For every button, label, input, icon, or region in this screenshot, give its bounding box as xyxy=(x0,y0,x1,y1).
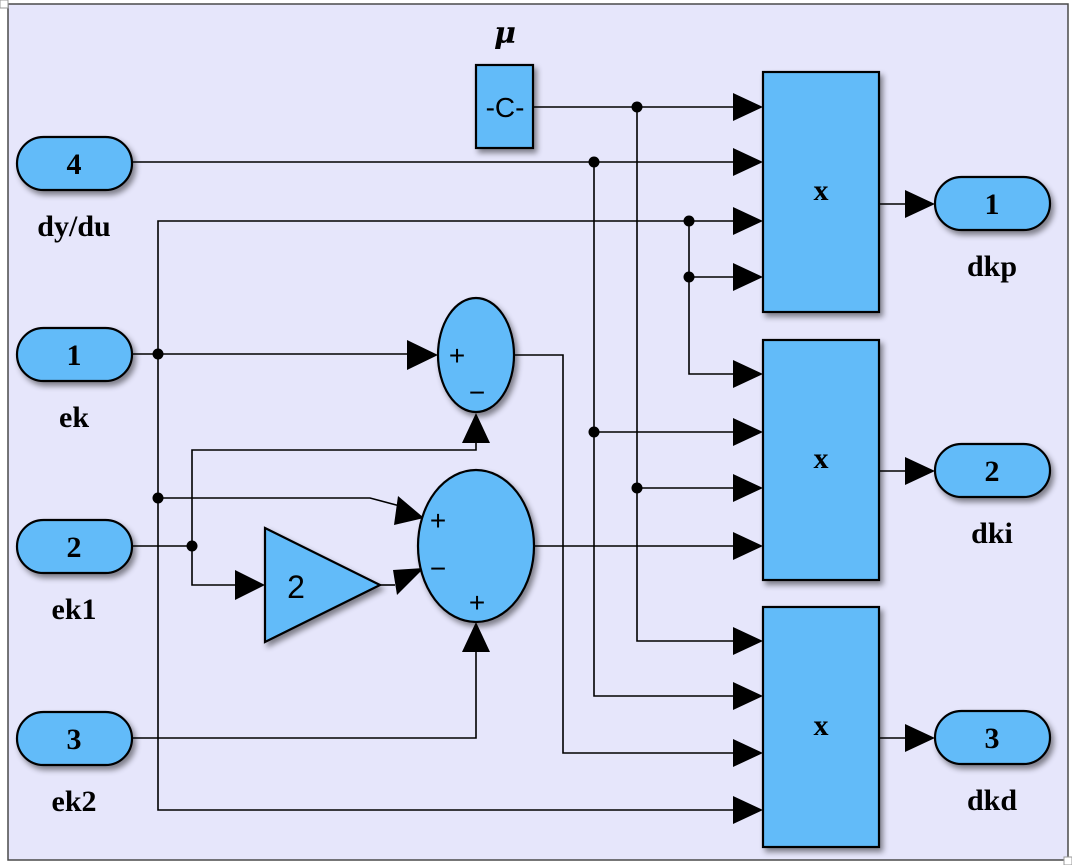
outport-number: 2 xyxy=(985,455,1000,488)
branch-dot xyxy=(631,101,643,113)
arrowhead xyxy=(733,682,763,710)
signal-lines xyxy=(132,106,906,811)
branch-dot xyxy=(683,271,695,283)
branch-dot xyxy=(186,540,198,552)
arrowhead xyxy=(733,739,763,767)
outport-label: dki xyxy=(971,517,1013,550)
arrowhead xyxy=(462,622,490,652)
outport-label: dkp xyxy=(967,250,1017,283)
product-label: x xyxy=(814,442,829,475)
branch-dot xyxy=(588,156,600,168)
inport-block[interactable] xyxy=(15,710,134,767)
constant-text: -C- xyxy=(486,92,525,123)
diagram-canvas xyxy=(7,3,1069,861)
outport-dki[interactable]: 2 dki xyxy=(933,442,1052,550)
arrowhead xyxy=(733,418,763,446)
wire-ek-p2-in1[interactable] xyxy=(688,277,735,375)
inport-number: 3 xyxy=(67,723,82,756)
branch-dot xyxy=(152,348,164,360)
arrowhead xyxy=(905,190,935,218)
inport-label: dy/du xyxy=(37,210,110,243)
constant-mu[interactable]: μ -C- xyxy=(474,16,535,150)
resize-handle-bottom-right[interactable] xyxy=(1063,856,1072,865)
inport-dydu[interactable]: 4 dy/du xyxy=(15,135,134,243)
outport-number: 3 xyxy=(985,722,1000,755)
sum-sign-plus: + xyxy=(469,587,485,618)
branch-dot xyxy=(631,482,643,494)
arrowhead xyxy=(733,474,763,502)
arrowhead xyxy=(733,148,763,176)
gain-block[interactable]: 2 xyxy=(263,526,383,644)
sum-ellipse[interactable] xyxy=(416,468,536,624)
inport-block[interactable] xyxy=(15,135,134,192)
arrowhead xyxy=(462,413,490,443)
branch-dot xyxy=(152,492,164,504)
sum-sign-plus: + xyxy=(430,505,446,536)
arrowhead xyxy=(733,796,763,824)
constant-block[interactable] xyxy=(474,63,535,150)
outport-dkd[interactable]: 3 dkd xyxy=(933,709,1052,817)
sum-sign-plus: + xyxy=(449,340,465,371)
arrowhead xyxy=(407,340,438,370)
arrowhead xyxy=(235,570,265,600)
product-block-dkd[interactable]: x xyxy=(761,605,881,849)
inport-ek1[interactable]: 2 ek1 xyxy=(15,518,134,626)
inport-ek2[interactable]: 3 ek2 xyxy=(15,710,134,818)
inport-number: 2 xyxy=(67,531,82,564)
arrowhead xyxy=(733,532,763,560)
arrowhead xyxy=(733,360,763,388)
arrowhead xyxy=(733,207,763,235)
inport-block[interactable] xyxy=(15,518,134,575)
gain-triangle[interactable] xyxy=(263,526,383,644)
outport-label: dkd xyxy=(967,784,1017,817)
sum-sign-minus: − xyxy=(469,377,485,408)
outport-block[interactable] xyxy=(933,442,1052,499)
branch-points xyxy=(152,101,695,552)
arrowhead xyxy=(733,93,763,121)
arrowhead xyxy=(733,627,763,655)
arrowhead xyxy=(905,457,935,485)
resize-handle-top-left[interactable] xyxy=(0,0,9,9)
inport-ek[interactable]: 1 ek xyxy=(15,326,134,434)
wire-ek2[interactable] xyxy=(132,650,477,739)
inport-number: 4 xyxy=(67,148,82,181)
constant-label: μ xyxy=(494,16,516,51)
arrowheads xyxy=(235,93,935,824)
wire-ek-top[interactable] xyxy=(157,220,735,354)
sum-block-2[interactable]: + − + xyxy=(416,468,536,624)
wire-ek1-gain[interactable] xyxy=(191,546,236,586)
wire-ek-sum2[interactable] xyxy=(158,497,401,507)
product-block-dkp[interactable]: x xyxy=(761,70,881,314)
outport-block[interactable] xyxy=(933,175,1052,232)
product-block-dki[interactable]: x xyxy=(761,338,881,582)
arrowhead xyxy=(393,568,424,595)
sum-ellipse[interactable] xyxy=(436,296,516,414)
product-rect[interactable] xyxy=(761,338,881,582)
outport-block[interactable] xyxy=(933,709,1052,766)
arrowhead xyxy=(394,496,424,525)
outport-dkp[interactable]: 1 dkp xyxy=(933,175,1052,283)
product-rect[interactable] xyxy=(761,605,881,849)
outport-number: 1 xyxy=(985,188,1000,221)
inport-block[interactable] xyxy=(15,326,134,383)
wire-sum1-out[interactable] xyxy=(515,354,735,754)
gain-value: 2 xyxy=(287,569,305,605)
wire-ek-trunk[interactable] xyxy=(157,354,735,811)
inport-label: ek xyxy=(59,401,89,434)
sum-block-1[interactable]: + − xyxy=(436,296,516,414)
sum-sign-minus: − xyxy=(430,553,446,584)
inport-number: 1 xyxy=(67,339,82,372)
arrowhead xyxy=(733,263,763,291)
arrowhead xyxy=(905,724,935,752)
branch-dot xyxy=(683,215,695,227)
inport-label: ek2 xyxy=(52,785,97,818)
product-label: x xyxy=(814,709,829,742)
wire-ek1-sum1[interactable] xyxy=(191,443,477,546)
inport-label: ek1 xyxy=(52,593,97,626)
product-label: x xyxy=(814,174,829,207)
product-rect[interactable] xyxy=(761,70,881,314)
branch-dot xyxy=(588,426,600,438)
